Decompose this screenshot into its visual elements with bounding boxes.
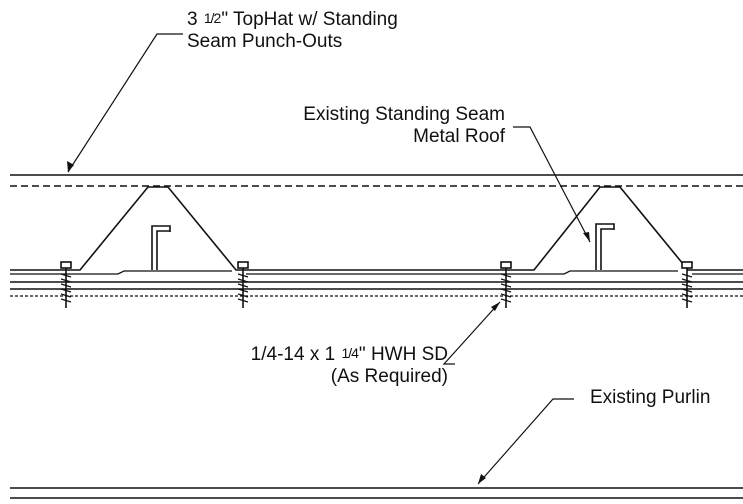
roof-label-line1: Existing Standing Seam <box>303 104 505 125</box>
tophat-label-line1: 3 1/2" TopHat w/ Standing <box>187 9 398 30</box>
screw-2 <box>237 261 249 308</box>
standing-seam-clip-left <box>151 225 171 270</box>
screw-label: 1/4-14 x 1 1/4" HWH SD (As Required) <box>170 344 448 388</box>
purlin-leader <box>477 398 574 485</box>
standing-seam-clip-right <box>595 223 615 270</box>
roof-label-line2: Metal Roof <box>413 126 505 147</box>
roof-leader-arrowhead <box>583 232 590 242</box>
tophat-label: 3 1/2" TopHat w/ Standing Seam Punch-Out… <box>187 9 398 53</box>
screw-leader <box>442 301 501 365</box>
screw-3 <box>500 261 512 308</box>
purlin-leader-arrowhead <box>478 474 486 484</box>
tophat-label-fraction: 1/2 <box>203 10 221 26</box>
tophat-leader-arrowhead <box>67 161 74 172</box>
roof-label: Existing Standing Seam Metal Roof <box>255 104 505 148</box>
roof-panel-lower-line <box>10 270 743 275</box>
screw-4 <box>681 261 693 308</box>
purlin-label: Existing Purlin <box>590 387 710 409</box>
screw-label-fraction: 1/4 <box>341 345 358 361</box>
screw-label-line2: (As Required) <box>330 366 448 387</box>
roof-rib-left <box>10 186 510 271</box>
roof-rib-right <box>510 186 743 271</box>
screw-leader-arrowhead <box>491 302 500 311</box>
screw-1 <box>60 261 72 308</box>
purlin-label-line1: Existing Purlin <box>590 387 711 408</box>
screw-label-line1: 1/4-14 x 1 1/4" HWH SD <box>250 344 448 365</box>
roof-leader <box>513 126 591 243</box>
tophat-leader <box>67 33 183 173</box>
tophat-label-line2: Seam Punch-Outs <box>187 31 343 52</box>
